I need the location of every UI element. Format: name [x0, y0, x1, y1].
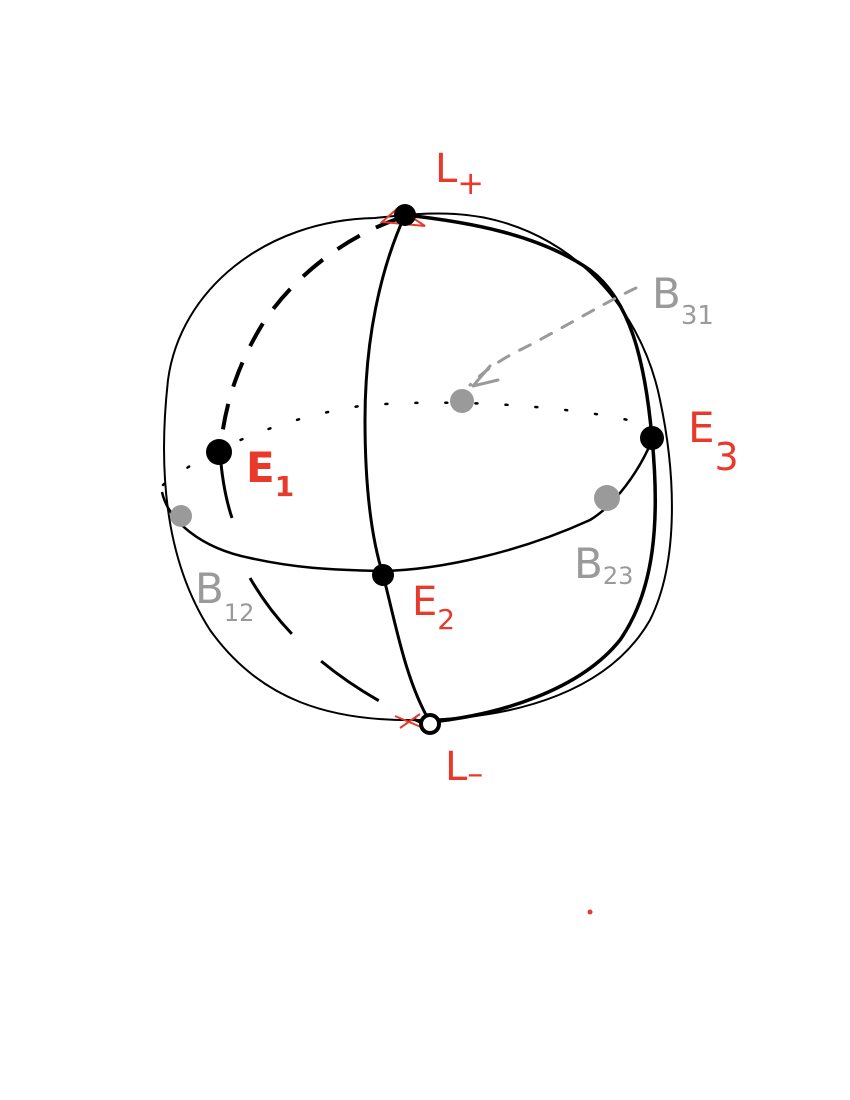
meridian-e2 — [363, 214, 432, 723]
label-l-plus-main: L — [435, 146, 458, 192]
label-e2-main: E — [412, 579, 437, 625]
b31-arrowhead — [471, 364, 500, 388]
point-b12 — [170, 505, 192, 527]
label-e1: E1 — [246, 443, 294, 503]
point-e2 — [372, 564, 394, 586]
equator-back-dotted — [161, 401, 630, 487]
label-e3: E3 — [688, 403, 739, 479]
b31-pointer-arrow — [468, 286, 638, 387]
label-b12-sub: 12 — [224, 599, 255, 627]
label-l-plus: L+ — [435, 146, 484, 202]
label-l-minus: L– — [445, 744, 483, 792]
point-e1 — [206, 439, 232, 465]
label-b12: B12 — [195, 564, 254, 627]
sphere-outline — [163, 212, 673, 722]
point-b23 — [594, 485, 620, 511]
label-e3-sub: 3 — [715, 435, 739, 479]
label-b31-sub: 31 — [681, 301, 714, 331]
label-b31-main: B — [652, 269, 681, 318]
label-b23: B23 — [574, 539, 633, 590]
stray-red-dot — [587, 909, 593, 915]
label-e1-sub: 1 — [275, 470, 294, 503]
point-e3 — [640, 426, 664, 450]
meridian-lower-left-dashed — [248, 577, 421, 724]
point-l-plus — [394, 204, 416, 226]
meridian-e1-back-dashed — [218, 216, 401, 453]
label-b23-sub: 23 — [603, 562, 634, 590]
label-b12-main: B — [195, 564, 224, 613]
label-b23-main: B — [574, 539, 603, 588]
point-b-center — [450, 389, 474, 413]
label-l-minus-sub: – — [467, 754, 483, 792]
meridian-e3 — [404, 213, 658, 724]
label-l-plus-sub: + — [457, 164, 484, 202]
point-l-minus — [419, 713, 441, 735]
label-e3-main: E — [688, 403, 715, 452]
label-e1-main: E — [246, 443, 275, 492]
label-e2-sub: 2 — [437, 603, 455, 636]
label-b31: B31 — [652, 269, 714, 331]
label-l-minus-main: L — [445, 744, 468, 790]
label-e2: E2 — [412, 579, 455, 636]
